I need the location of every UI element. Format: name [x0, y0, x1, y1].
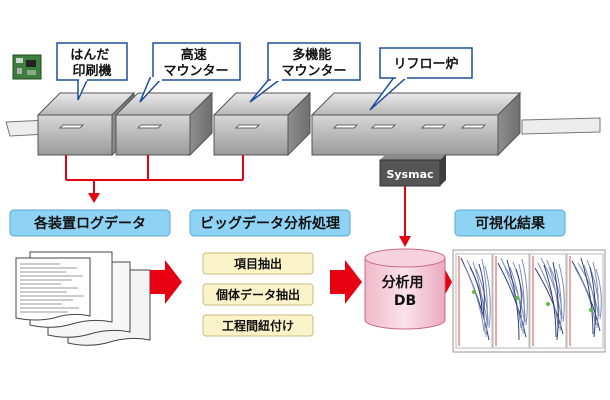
solder-printer-label-line1: はんだ [70, 48, 109, 63]
callout-reflow-oven: リフロー炉 [369, 47, 473, 111]
data-collection-lines [65, 155, 244, 194]
callout-solder-printer: はんだ 印刷機 [56, 42, 128, 101]
step-process-linking: 工程間紐付け [222, 318, 294, 333]
viz-trace [571, 260, 601, 332]
viz-trace [484, 265, 491, 329]
arrow-to-device-log [88, 193, 100, 203]
viz-trace [506, 259, 520, 341]
arrow-to-database [330, 260, 362, 304]
viz-panel [566, 253, 604, 349]
viz-trace [537, 262, 559, 326]
solder-printer-label: はんだ 印刷機 [70, 48, 114, 79]
multi-function-mounter-label-line1: 多機能 [292, 47, 331, 63]
viz-trace [478, 263, 485, 317]
database-label-line2: DB [394, 293, 416, 309]
high-speed-mounter-label: 高速 マウンター [163, 47, 228, 79]
section-device-log: 各装置ログデータ [9, 209, 171, 237]
processing-steps: 項目抽出 個体データ抽出 工程間紐付け [202, 252, 314, 337]
viz-trace [583, 264, 597, 326]
viz-point [546, 302, 550, 306]
analysis-database: 分析用 DB [364, 248, 446, 330]
high-speed-mounter-label-line1: 高速 [181, 47, 207, 63]
viz-trace [512, 261, 526, 323]
viz-trace [481, 258, 488, 338]
callout-high-speed-mounter: 高速 マウンター [139, 42, 241, 103]
viz-trace [552, 261, 559, 341]
visualization-result-image [452, 249, 606, 353]
solder-printer-label-line2: 印刷機 [72, 63, 111, 79]
viz-trace [586, 259, 600, 317]
viz-point [589, 308, 593, 312]
log-text-lines [20, 263, 84, 313]
viz-trace [466, 259, 488, 323]
arrow-to-analysis [150, 260, 182, 304]
sysmac-controller: Sysmac [379, 154, 446, 187]
multi-function-mounter-label: 多機能 マウンター [281, 47, 346, 79]
arrow-to-db [399, 236, 411, 247]
database-label-line1: 分析用 [382, 274, 424, 291]
viz-trace [549, 266, 563, 320]
pcb-board-image [12, 54, 42, 80]
viz-trace [543, 264, 557, 338]
section-visualization: 可視化結果 [454, 209, 566, 237]
viz-trace [472, 261, 486, 335]
viz-point [472, 290, 476, 294]
step-item-extraction: 項目抽出 [234, 256, 282, 271]
viz-trace [589, 266, 596, 338]
visualization-panels [455, 253, 604, 349]
viz-point [515, 296, 519, 300]
sysmac-label: Sysmac [386, 168, 433, 181]
section-big-data: ビッグデータ分析処理 [189, 209, 351, 237]
viz-trace [558, 263, 565, 323]
high-speed-mounter-label-line2: マウンター [163, 64, 228, 79]
viz-trace [503, 264, 525, 320]
viz-trace [592, 261, 599, 329]
viz-trace [534, 267, 564, 335]
step-individual-data-extraction: 個体データ抽出 [215, 287, 300, 302]
multi-function-mounter-label-line2: マウンター [281, 64, 346, 79]
viz-trace [497, 262, 527, 338]
viz-trace [555, 268, 562, 332]
section-big-data-title: ビッグデータ分析処理 [200, 215, 340, 232]
reflow-oven-machine [310, 91, 522, 157]
multi-function-mounter-machine [212, 91, 312, 157]
conveyor-belt-exit [521, 117, 601, 135]
viz-trace [574, 267, 596, 323]
viz-trace [546, 259, 560, 329]
viz-trace [595, 268, 602, 320]
viz-trace [518, 263, 525, 335]
viz-trace [509, 266, 523, 332]
viz-trace [469, 266, 483, 314]
viz-trace [580, 257, 594, 335]
section-visualization-title: 可視化結果 [475, 215, 546, 232]
section-device-log-title: 各装置ログデータ [33, 215, 146, 232]
viz-trace [521, 258, 528, 326]
database-label: 分析用 DB [382, 274, 429, 309]
high-speed-mounter-machine [114, 91, 214, 157]
viz-trace [463, 264, 485, 332]
log-data-documents [15, 251, 151, 346]
viz-trace [515, 268, 522, 314]
reflow-oven-label: リフロー炉 [393, 56, 458, 72]
viz-trace [475, 268, 489, 326]
viz-trace [500, 257, 522, 329]
callout-multi-function-mounter: 多機能 マウンター [249, 42, 361, 103]
viz-trace [540, 257, 562, 317]
